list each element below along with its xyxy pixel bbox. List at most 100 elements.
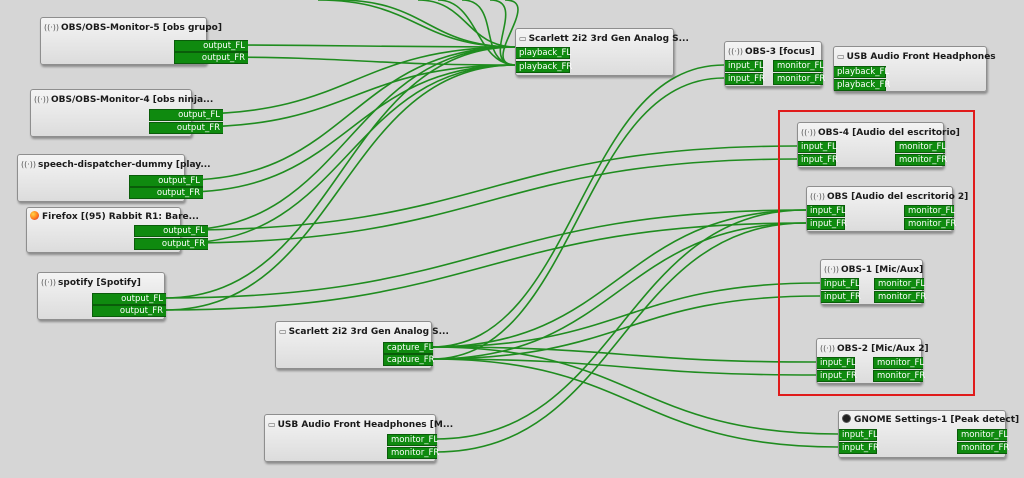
port-monitor-fr[interactable]: monitor_FR [895, 154, 947, 166]
connection-link[interactable] [180, 46, 517, 231]
connection-link[interactable] [337, 0, 517, 48]
port-playback-fl[interactable]: playback_FL [834, 66, 889, 78]
connection-link[interactable] [431, 295, 821, 360]
node-obs-monitor-5[interactable]: ((·))OBS/OBS-Monitor-5 [obs grupo] outpu… [40, 17, 248, 65]
port-input-fr[interactable]: input_FR [839, 442, 879, 454]
node-firefox[interactable]: Firefox [(95) Rabbit R1: Bare... output_… [26, 207, 208, 253]
connection-link[interactable] [164, 46, 517, 299]
port-playback-fr[interactable]: playback_FR [516, 61, 572, 73]
connection-link[interactable] [191, 64, 517, 128]
connection-link[interactable] [431, 77, 725, 360]
connection-link[interactable] [206, 44, 517, 48]
port-monitor-fr[interactable]: monitor_FR [874, 291, 926, 303]
port-output-fr[interactable]: output_FR [174, 52, 248, 64]
port-output-fr[interactable]: output_FR [149, 122, 223, 134]
port-output-fr[interactable]: output_FR [134, 238, 208, 250]
port-playback-fr[interactable]: playback_FR [834, 79, 890, 91]
port-monitor-fl[interactable]: monitor_FL [773, 60, 824, 72]
node-spotify[interactable]: ((·))spotify [Spotify] output_FL output_… [37, 272, 166, 320]
port-monitor-fr[interactable]: monitor_FR [773, 73, 825, 85]
connection-link[interactable] [435, 222, 807, 453]
node-title-text: Scarlett 2i2 3rd Gen Analog S... [528, 34, 689, 44]
connection-link[interactable] [164, 222, 807, 311]
connection-link[interactable] [184, 64, 517, 193]
port-output-fl[interactable]: output_FL [129, 175, 203, 187]
connection-link[interactable] [180, 64, 517, 244]
port-output-fl[interactable]: output_FL [134, 225, 208, 237]
node-obs-3[interactable]: ((·))OBS-3 [focus] input_FL input_FR mon… [724, 41, 825, 87]
connection-link[interactable] [437, 0, 517, 66]
port-monitor-fl[interactable]: monitor_FL [874, 278, 925, 290]
node-usb-headphones-playback[interactable]: ▭USB Audio Front Headphones playback_FL … [833, 46, 996, 92]
connection-link[interactable] [431, 282, 821, 348]
node-title: ((·))OBS-3 [focus] [728, 44, 818, 59]
connection-link[interactable] [206, 56, 517, 66]
port-capture-fr[interactable]: capture_FR [383, 354, 435, 366]
port-playback-fl[interactable]: playback_FL [516, 47, 571, 59]
port-input-fl[interactable]: input_FL [798, 141, 837, 153]
audio-device-icon: ▭ [837, 52, 845, 61]
node-obs-2[interactable]: ((·))OBS-2 [Mic/Aux 2] input_FL input_FR… [816, 338, 929, 384]
connection-link[interactable] [164, 209, 807, 299]
connection-link[interactable] [317, 0, 517, 48]
sound-icon: ((·)) [810, 192, 826, 201]
connection-link[interactable] [431, 64, 725, 348]
node-title: GNOME Settings-1 [Peak detect] [842, 413, 1019, 428]
port-monitor-fl[interactable]: monitor_FL [957, 429, 1008, 441]
connection-link[interactable] [180, 145, 798, 231]
port-input-fr[interactable]: input_FR [817, 370, 857, 382]
node-title-text: Scarlett 2i2 3rd Gen Analog S... [288, 327, 449, 337]
selection-rectangle [778, 110, 975, 396]
port-monitor-fr[interactable]: monitor_FR [873, 370, 925, 382]
connection-link[interactable] [489, 0, 517, 66]
sound-icon: ((·)) [41, 278, 57, 287]
port-input-fl[interactable]: input_FL [807, 205, 846, 217]
node-title: ▭Scarlett 2i2 3rd Gen Analog S... [519, 31, 689, 46]
port-monitor-fl[interactable]: monitor_FL [904, 205, 955, 217]
sound-icon: ((·)) [21, 160, 37, 169]
port-output-fr[interactable]: output_FR [92, 305, 166, 317]
connection-link[interactable] [417, 0, 517, 48]
port-monitor-fr[interactable]: monitor_FR [957, 442, 1009, 454]
node-usb-headphones-monitor[interactable]: ▭USB Audio Front Headphones [M... monito… [264, 414, 453, 462]
port-monitor-fr[interactable]: monitor_FR [387, 447, 439, 459]
connection-link[interactable] [431, 358, 817, 376]
node-title: ▭USB Audio Front Headphones [837, 49, 996, 64]
node-title-text: USB Audio Front Headphones [M... [277, 420, 454, 430]
connection-link[interactable] [180, 158, 798, 244]
port-output-fl[interactable]: output_FL [92, 293, 166, 305]
port-output-fr[interactable]: output_FR [129, 187, 203, 199]
port-monitor-fr[interactable]: monitor_FR [904, 218, 956, 230]
connection-link[interactable] [431, 209, 807, 348]
node-obs-monitor-4[interactable]: ((·))OBS/OBS-Monitor-4 [obs ninja... out… [30, 89, 223, 137]
port-monitor-fl[interactable]: monitor_FL [387, 434, 438, 446]
node-obs-1[interactable]: ((·))OBS-1 [Mic/Aux] input_FL input_FR m… [820, 259, 926, 305]
connection-link[interactable] [461, 0, 517, 66]
port-input-fr[interactable]: input_FR [725, 73, 765, 85]
port-input-fl[interactable]: input_FL [821, 278, 860, 290]
sound-icon: ((·)) [824, 265, 840, 274]
port-monitor-fl[interactable]: monitor_FL [895, 141, 946, 153]
port-input-fr[interactable]: input_FR [821, 291, 861, 303]
connection-link[interactable] [164, 64, 517, 311]
port-output-fl[interactable]: output_FL [149, 109, 223, 121]
node-scarlett-capture[interactable]: ▭Scarlett 2i2 3rd Gen Analog S... captur… [275, 321, 449, 369]
port-input-fr[interactable]: input_FR [798, 154, 838, 166]
node-obs-4[interactable]: ((·))OBS-4 [Audio del escritorio] input_… [797, 122, 960, 168]
port-monitor-fl[interactable]: monitor_FL [873, 357, 924, 369]
port-output-fl[interactable]: output_FL [174, 40, 248, 52]
node-obs[interactable]: ((·))OBS [Audio del escritorio 2] input_… [806, 186, 968, 232]
port-input-fl[interactable]: input_FL [839, 429, 878, 441]
connection-link[interactable] [184, 46, 517, 181]
connection-link[interactable] [435, 209, 807, 440]
connection-link[interactable] [431, 222, 807, 360]
port-input-fl[interactable]: input_FL [817, 357, 856, 369]
port-capture-fl[interactable]: capture_FL [383, 342, 433, 354]
port-input-fl[interactable]: input_FL [725, 60, 764, 72]
node-title: ((·))OBS-2 [Mic/Aux 2] [820, 341, 929, 356]
node-gnome-settings[interactable]: GNOME Settings-1 [Peak detect] input_FL … [838, 410, 1019, 458]
node-scarlett-playback[interactable]: ▭Scarlett 2i2 3rd Gen Analog S... playba… [515, 28, 689, 76]
node-speech-dispatcher[interactable]: ((·))speech-dispatcher-dummy [play... ou… [17, 154, 211, 202]
port-input-fr[interactable]: input_FR [807, 218, 847, 230]
connection-link[interactable] [431, 346, 817, 363]
